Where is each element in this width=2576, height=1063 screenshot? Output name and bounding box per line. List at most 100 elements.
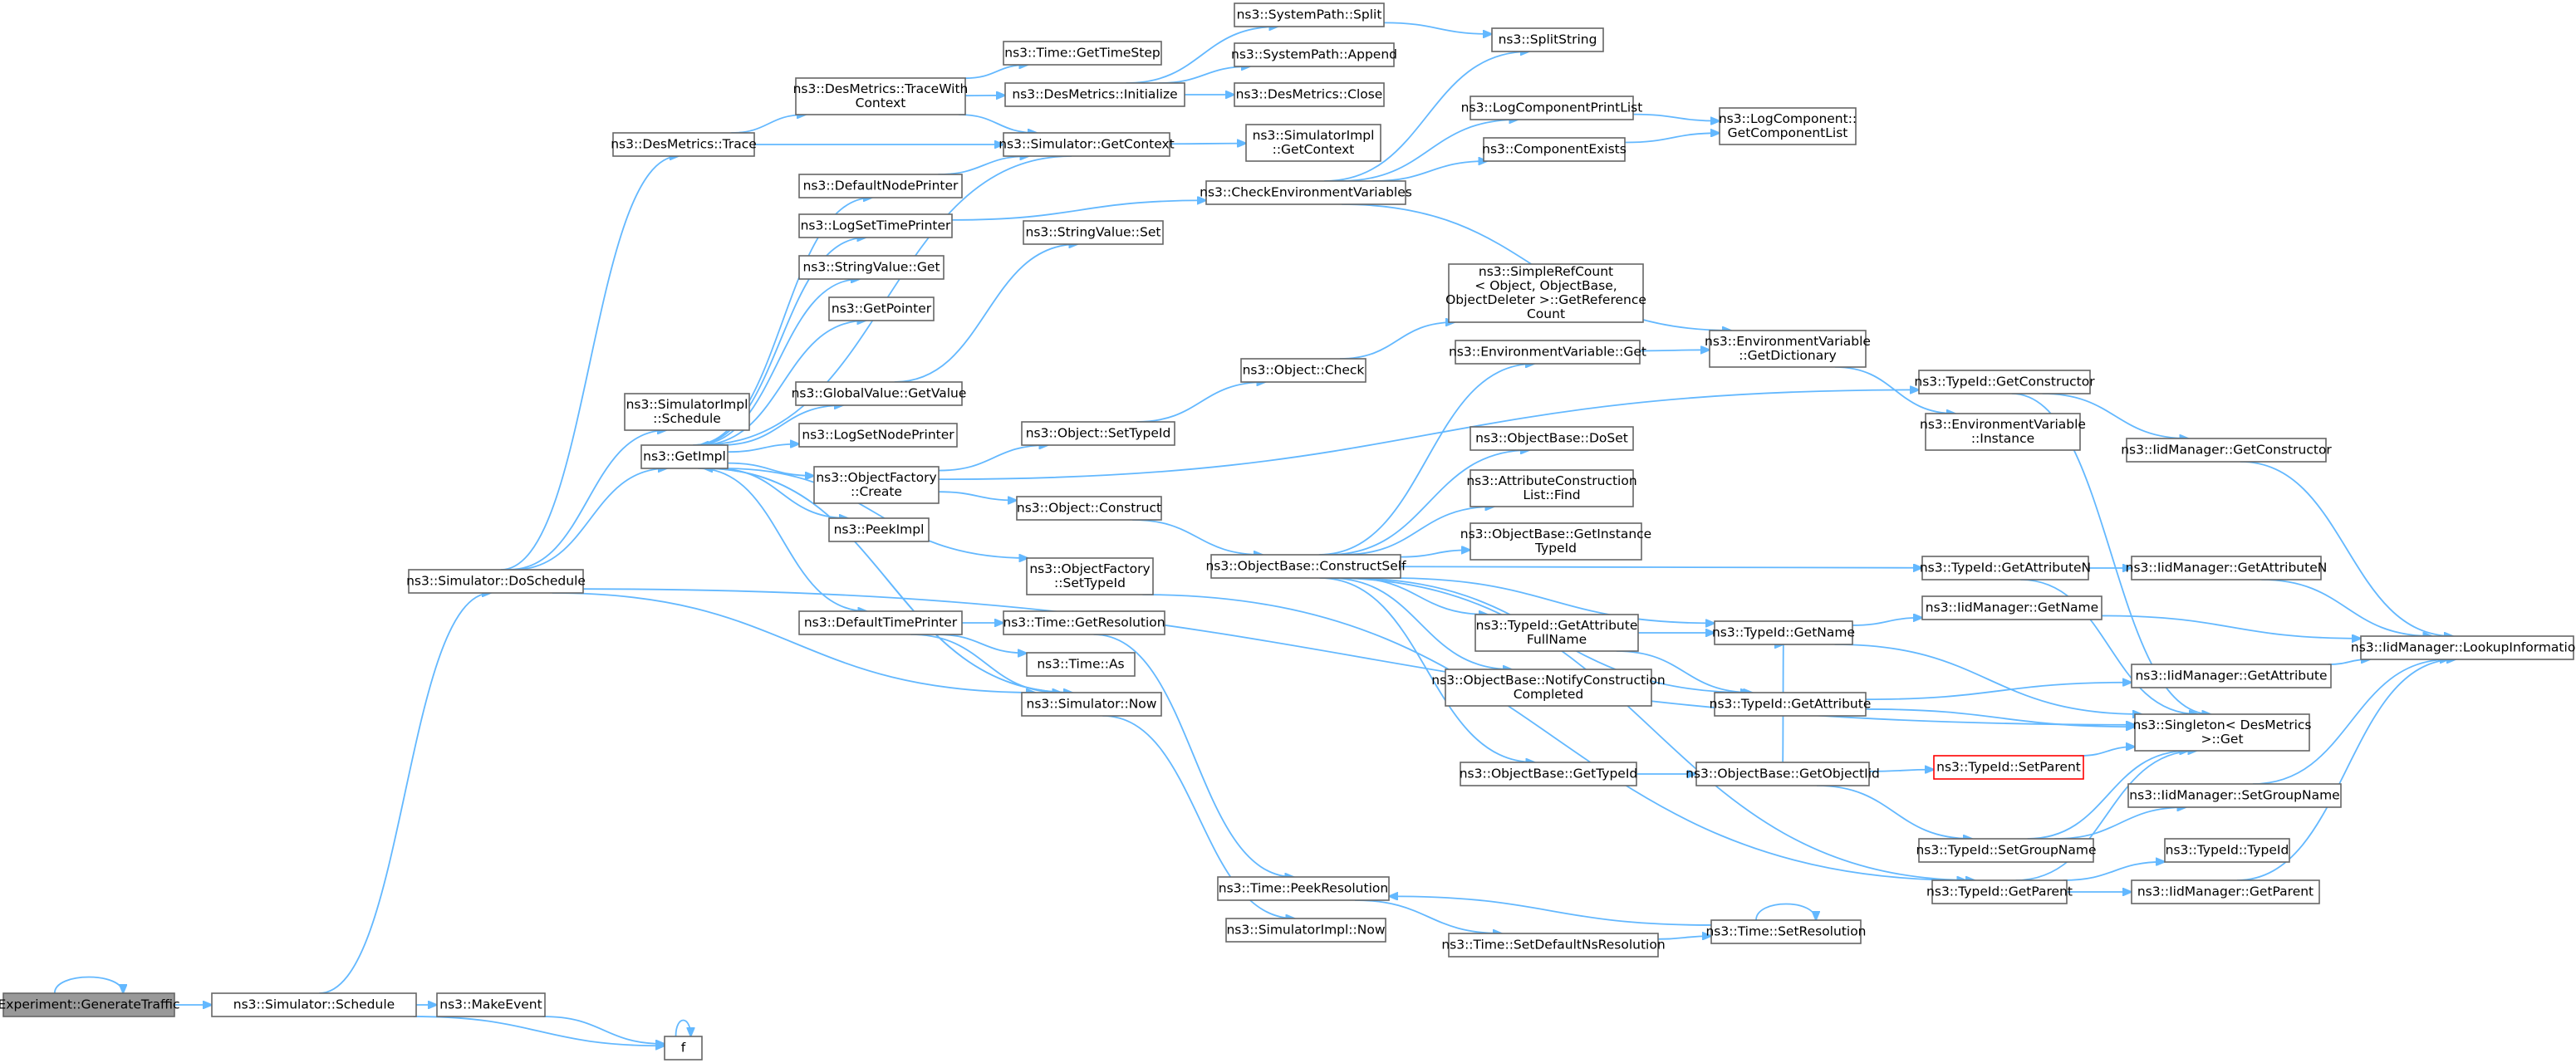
node-gettimestep[interactable]: ns3::Time::GetTimeStep xyxy=(1003,41,1162,66)
node-typeidtypeid[interactable]: ns3::TypeId::TypeId xyxy=(2164,838,2290,863)
node-iidgetctor[interactable]: ns3::IidManager::GetConstructor xyxy=(2121,438,2332,463)
node-iidgetattr[interactable]: ns3::IidManager::GetAttribute xyxy=(2131,664,2332,688)
node-sched[interactable]: ns3::Simulator::Schedule xyxy=(211,992,417,1017)
node-peekimpl[interactable]: ns3::PeekImpl xyxy=(828,517,930,542)
node-box xyxy=(1474,614,1639,652)
node-simimplnow[interactable]: ns3::SimulatorImpl::Now xyxy=(1225,918,1386,943)
node-logsettime[interactable]: ns3::LogSetTimePrinter xyxy=(798,213,953,238)
edge-simnow-to-simimplnow xyxy=(1102,715,1294,918)
node-globalvalue[interactable]: ns3::GlobalValue::GetValue xyxy=(792,381,967,406)
node-gen[interactable]: Experiment::GenerateTraffic xyxy=(0,992,179,1017)
node-logsetnode[interactable]: ns3::LogSetNodePrinter xyxy=(798,423,958,448)
node-label: ns3::LogSetNodePrinter xyxy=(802,428,954,443)
node-label: ns3::LogComponent:: xyxy=(1719,111,1857,126)
node-timeas[interactable]: ns3::Time::As xyxy=(1026,652,1136,677)
node-simimplsched[interactable]: ns3::SimulatorImpl::Schedule xyxy=(624,393,750,431)
node-f[interactable]: f xyxy=(664,1036,703,1061)
node-typeidgetctor[interactable]: ns3::TypeId::GetConstructor xyxy=(1914,370,2095,394)
node-dosched[interactable]: ns3::Simulator::DoSchedule xyxy=(406,569,586,594)
node-objconstruct[interactable]: ns3::Object::Construct xyxy=(1016,496,1162,521)
node-peekres[interactable]: ns3::Time::PeekResolution xyxy=(1217,876,1390,901)
edge-iidsetgroup-to-lookupinfo xyxy=(2253,659,2449,785)
node-getcontext[interactable]: ns3::Simulator::GetContext xyxy=(999,132,1175,157)
node-singleton[interactable]: ns3::Singleton< DesMetrics >::Get xyxy=(2133,713,2312,752)
node-logcompget[interactable]: ns3::LogComponent::GetComponentList xyxy=(1719,107,1857,145)
node-desmtrace[interactable]: ns3::DesMetrics::Trace xyxy=(611,132,757,157)
node-box xyxy=(1234,2,1385,27)
node-objcheck[interactable]: ns3::Object::Check xyxy=(1240,358,1367,383)
edge-getimpl-to-logsetnode xyxy=(727,444,799,453)
node-iidgetname[interactable]: ns3::IidManager::GetName xyxy=(1921,595,2103,620)
node-simnow[interactable]: ns3::Simulator::Now xyxy=(1021,692,1162,717)
node-envvardict[interactable]: ns3::EnvironmentVariable::GetDictionary xyxy=(1705,330,1871,368)
node-typeidgetname[interactable]: ns3::TypeId::GetName xyxy=(1712,620,1855,645)
node-setparent[interactable]: ns3::TypeId::SetParent xyxy=(1933,755,2084,780)
node-iidsetgroup[interactable]: ns3::IidManager::SetGroupName xyxy=(2127,783,2342,808)
node-envvarinst[interactable]: ns3::EnvironmentVariable::Instance xyxy=(1920,413,2086,451)
node-label: Count xyxy=(1527,306,1565,321)
node-objfactcreate[interactable]: ns3::ObjectFactory::Create xyxy=(813,466,940,504)
node-box xyxy=(795,381,963,406)
edge-objfactcreate-to-objconstruct xyxy=(938,491,1017,500)
node-strvalget[interactable]: ns3::StringValue::Get xyxy=(798,255,945,280)
node-label: ns3::SimpleRefCount xyxy=(1479,264,1613,279)
node-typeidgetattrn[interactable]: ns3::TypeId::GetAttributeN xyxy=(1920,556,2091,580)
node-label: ns3::TypeId::GetAttribute xyxy=(1476,618,1638,633)
node-box xyxy=(1225,918,1386,943)
node-label: ns3::ObjectBase::GetTypeId xyxy=(1460,767,1638,781)
node-append[interactable]: ns3::SystemPath::Append xyxy=(1231,42,1397,67)
node-box xyxy=(2,992,175,1017)
node-desclose[interactable]: ns3::DesMetrics::Close xyxy=(1234,82,1385,107)
node-notifyconstr[interactable]: ns3::ObjectBase::NotifyConstructionCompl… xyxy=(1431,669,1666,707)
node-getpointer[interactable]: ns3::GetPointer xyxy=(828,296,935,321)
node-box xyxy=(828,296,935,321)
node-envvarget[interactable]: ns3::EnvironmentVariable::Get xyxy=(1449,340,1646,365)
node-typeidgetattr[interactable]: ns3::TypeId::GetAttribute xyxy=(1710,692,1872,717)
node-typeidgetparent[interactable]: ns3::TypeId::GetParent xyxy=(1926,879,2073,904)
node-logcompprint[interactable]: ns3::LogComponentPrintList xyxy=(1461,96,1643,120)
node-iidgetparent[interactable]: ns3::IidManager::GetParent xyxy=(2131,879,2320,904)
edge-typeidgetparent-to-typeidtypeid xyxy=(2063,862,2165,881)
node-split[interactable]: ns3::SystemPath::Split xyxy=(1234,2,1385,27)
node-desinit[interactable]: ns3::DesMetrics::Initialize xyxy=(1004,82,1185,107)
edge-sched-to-f xyxy=(413,1016,665,1046)
node-objbasegettype[interactable]: ns3::ObjectBase::GetTypeId xyxy=(1460,762,1638,786)
node-simplerefcount[interactable]: ns3::SimpleRefCount< Object, ObjectBase,… xyxy=(1445,263,1646,323)
edge-desmtrace-to-tracewith xyxy=(731,115,806,134)
node-getres[interactable]: ns3::Time::GetResolution xyxy=(1003,610,1165,635)
node-checkenv[interactable]: ns3::CheckEnvironmentVariables xyxy=(1200,180,1412,205)
node-objsettype[interactable]: ns3::Object::SetTypeId xyxy=(1021,421,1175,446)
node-deftimeprinter[interactable]: ns3::DefaultTimePrinter xyxy=(798,610,963,635)
node-setres[interactable]: ns3::Time::SetResolution xyxy=(1705,919,1867,944)
edge-getobjectiid-to-typeidsetgroup xyxy=(1816,785,1972,839)
node-label: ns3::ObjectBase::ConstructSelf xyxy=(1205,559,1406,574)
node-simimplgetctx[interactable]: ns3::SimulatorImpl::GetContext xyxy=(1245,124,1381,162)
node-getimpl[interactable]: ns3::GetImpl xyxy=(640,444,729,469)
node-label: ::GetContext xyxy=(1273,142,1355,157)
node-lookupinfo[interactable]: ns3::IidManager::LookupInformation xyxy=(2351,635,2576,660)
node-splitstring[interactable]: ns3::SplitString xyxy=(1491,27,1604,52)
node-compexists[interactable]: ns3::ComponentExists xyxy=(1482,137,1627,162)
node-box xyxy=(2131,556,2322,580)
edge-iidgetctor-to-lookupinfo xyxy=(2240,461,2453,636)
node-makeevent[interactable]: ns3::MakeEvent xyxy=(436,992,546,1017)
node-strvalset[interactable]: ns3::StringValue::Set xyxy=(1023,220,1164,245)
node-defnodeprinter[interactable]: ns3::DefaultNodePrinter xyxy=(798,174,963,198)
node-label: ns3::TypeId::GetAttribute xyxy=(1710,697,1872,712)
node-objbasedoset[interactable]: ns3::ObjectBase::DoSet xyxy=(1470,426,1634,451)
node-label: ns3::TypeId::SetGroupName xyxy=(1916,843,2096,858)
edge-dosched-to-desmtrace xyxy=(501,156,679,571)
node-setdefaultns[interactable]: ns3::Time::SetDefaultNsResolution xyxy=(1441,933,1666,958)
node-typeidsetgroup[interactable]: ns3::TypeId::SetGroupName xyxy=(1916,838,2097,863)
node-iidgetattrn[interactable]: ns3::IidManager::GetAttributeN xyxy=(2126,556,2328,580)
node-getobjectiid[interactable]: ns3::ObjectBase::GetObjectIid xyxy=(1685,762,1880,786)
node-constructself[interactable]: ns3::ObjectBase::ConstructSelf xyxy=(1205,554,1406,579)
node-objfactsettype[interactable]: ns3::ObjectFactory::SetTypeId xyxy=(1026,557,1154,595)
node-box xyxy=(1921,595,2103,620)
edge-constructself-to-objbasedoset xyxy=(1327,450,1529,556)
node-label: ::Schedule xyxy=(653,411,721,426)
